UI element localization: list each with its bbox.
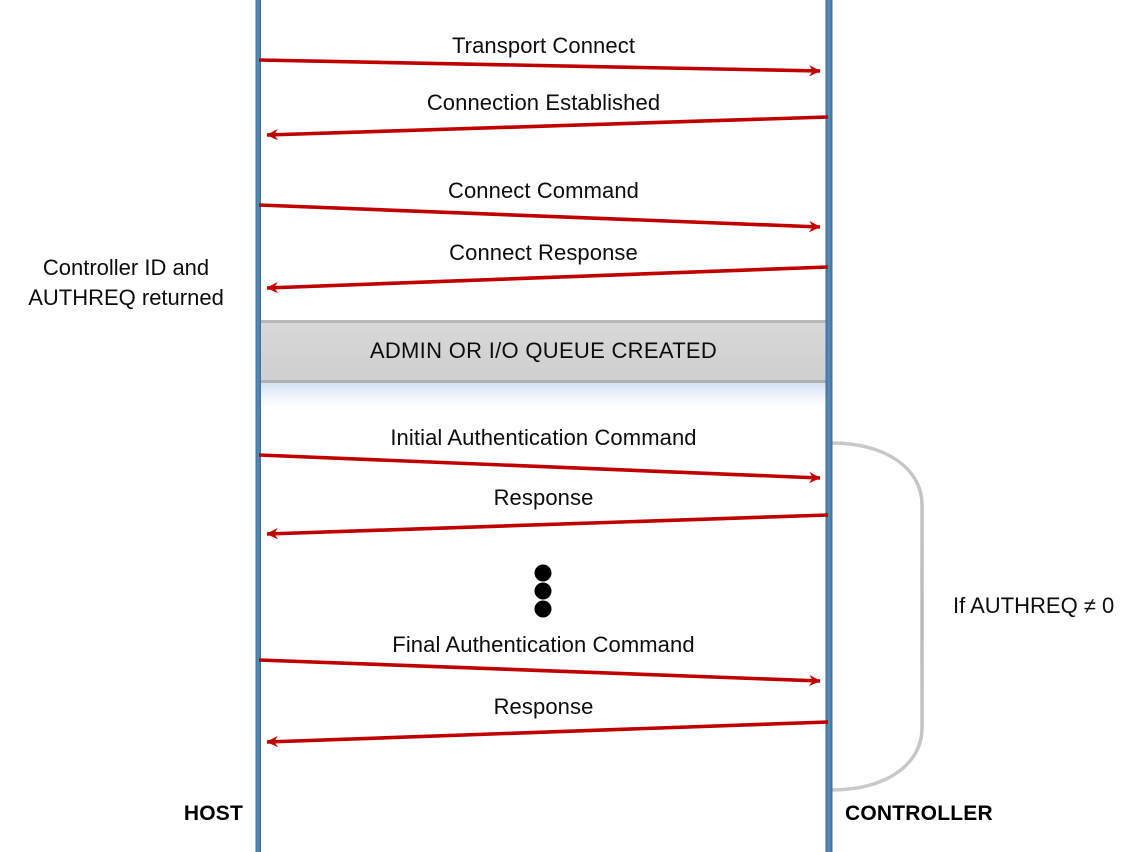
lifeline-controller bbox=[825, 0, 833, 852]
arrow-initial-auth-command bbox=[258, 453, 821, 484]
message-label-connect-command: Connect Command bbox=[447, 178, 640, 203]
arrow-connection-established bbox=[266, 115, 829, 141]
lifelines bbox=[255, 0, 833, 852]
arrow-transport-connect bbox=[258, 58, 821, 77]
vertical-ellipsis-icon bbox=[534, 564, 552, 618]
authreq-condition-label: If AUTHREQ ≠ 0 bbox=[953, 593, 1115, 618]
message-arrows bbox=[258, 58, 829, 748]
arrow-final-auth-response bbox=[266, 720, 829, 748]
controller-id-note-line1: Controller ID and bbox=[42, 255, 210, 280]
arrow-connect-response bbox=[266, 265, 829, 294]
controller-id-note: Controller ID and AUTHREQ returned bbox=[0, 253, 252, 313]
actor-label-host: HOST bbox=[183, 802, 243, 825]
arrow-initial-auth-response bbox=[266, 513, 829, 540]
message-label-transport-connect: Transport Connect bbox=[451, 33, 636, 58]
controller-id-note-line2: AUTHREQ returned bbox=[28, 285, 224, 310]
actor-label-controller: CONTROLLER bbox=[845, 802, 993, 825]
authreq-brace bbox=[830, 441, 924, 792]
lifeline-host bbox=[255, 0, 261, 852]
band-glow bbox=[258, 383, 829, 413]
message-label-final-auth-response: Response bbox=[493, 694, 594, 719]
message-label-connect-response: Connect Response bbox=[449, 240, 638, 265]
queue-created-band-label: ADMIN OR I/O QUEUE CREATED bbox=[369, 338, 718, 363]
queue-created-band bbox=[258, 320, 829, 383]
message-label-connection-established: Connection Established bbox=[426, 90, 661, 115]
message-label-initial-auth-command: Initial Authentication Command bbox=[390, 425, 697, 450]
arrow-connect-command bbox=[258, 203, 821, 233]
arrow-final-auth-command bbox=[258, 658, 821, 687]
message-label-initial-auth-response: Response bbox=[493, 485, 594, 510]
message-label-final-auth-command: Final Authentication Command bbox=[392, 632, 695, 657]
